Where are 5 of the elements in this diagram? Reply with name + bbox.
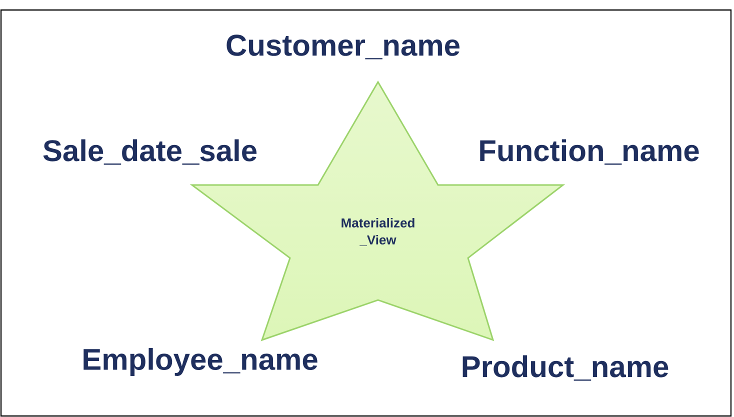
field-label: Function_name <box>480 139 699 165</box>
field-label: Employee_name <box>84 348 318 376</box>
field-label: Sale_date_sale <box>43 139 257 165</box>
star-label: Materialized _View <box>342 218 414 246</box>
field-label: Product_name <box>462 355 668 381</box>
